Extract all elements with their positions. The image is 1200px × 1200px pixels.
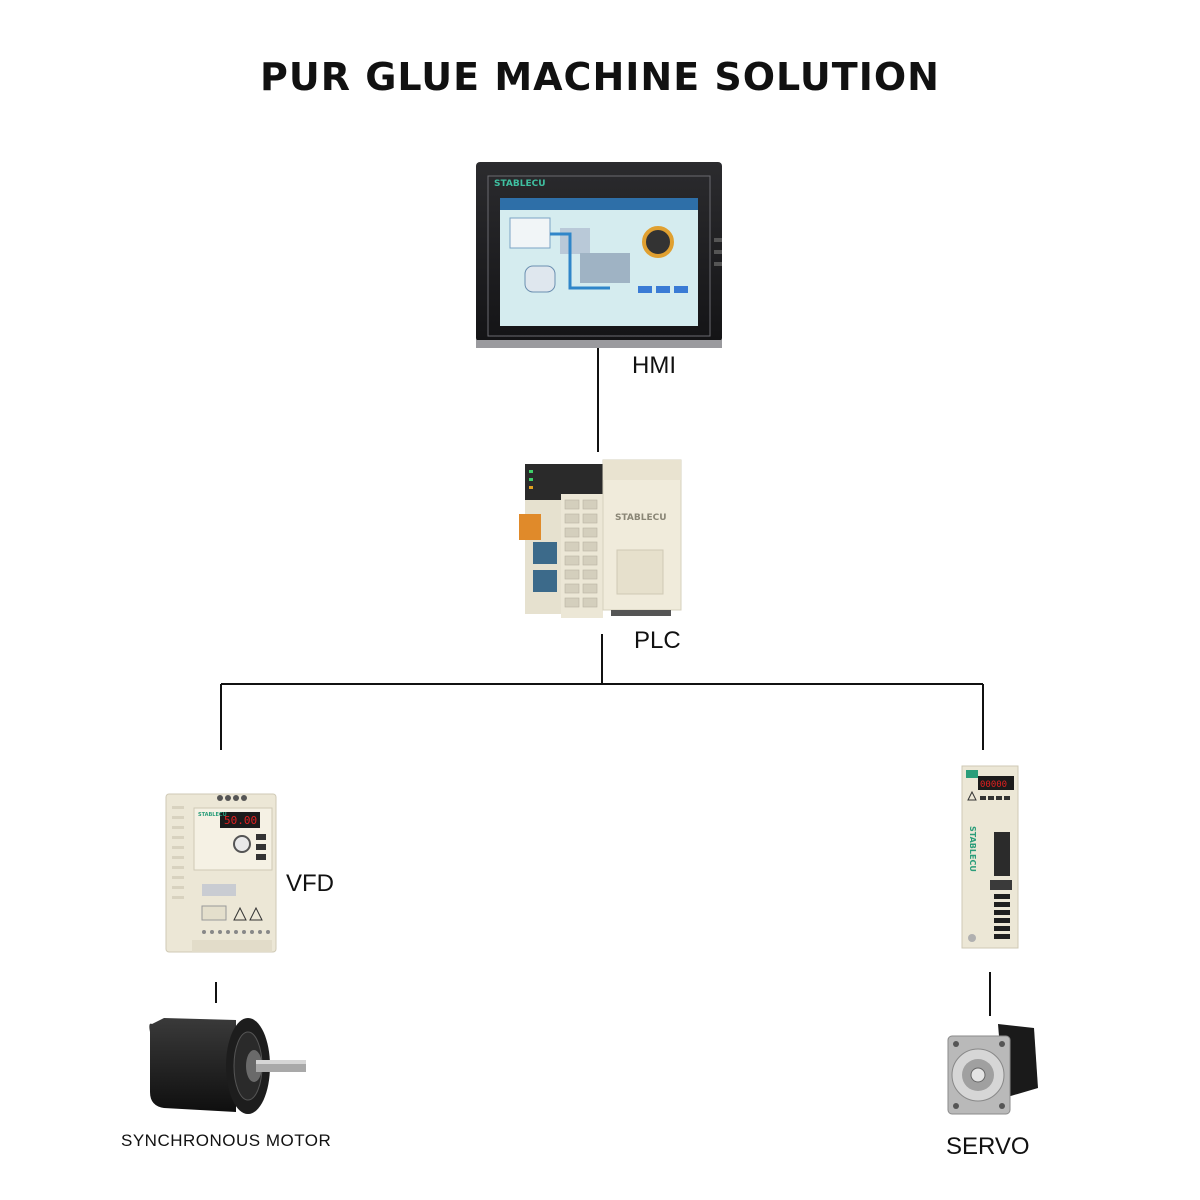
servo-drive-image: 00000 STABLECU <box>961 765 1019 949</box>
hmi-label: HMI <box>632 352 676 379</box>
synchronous-motor-image <box>149 1018 306 1114</box>
servo-drive-display: 00000 <box>980 780 1007 790</box>
vfd-display: 50.00 <box>224 814 257 827</box>
servo-label: SERVO <box>946 1133 1030 1160</box>
hmi-device-image: STABLECU <box>476 162 722 348</box>
plc-device-image: STABLECU <box>519 459 682 618</box>
vfd-brand: STABLECU <box>198 812 227 818</box>
hmi-brand: STABLECU <box>494 179 546 189</box>
plc-brand: STABLECU <box>615 513 667 523</box>
servo-drive-brand: STABLECU <box>968 826 977 872</box>
synchronous-motor-label: SYNCHRONOUS MOTOR <box>121 1131 332 1150</box>
servo-motor-image <box>947 1024 1038 1115</box>
vfd-label: VFD <box>286 870 334 897</box>
diagram-title: PUR GLUE MACHINE SOLUTION <box>260 55 940 99</box>
vfd-device-image: 50.00 STABLECU <box>165 793 277 953</box>
plc-label: PLC <box>634 627 681 654</box>
